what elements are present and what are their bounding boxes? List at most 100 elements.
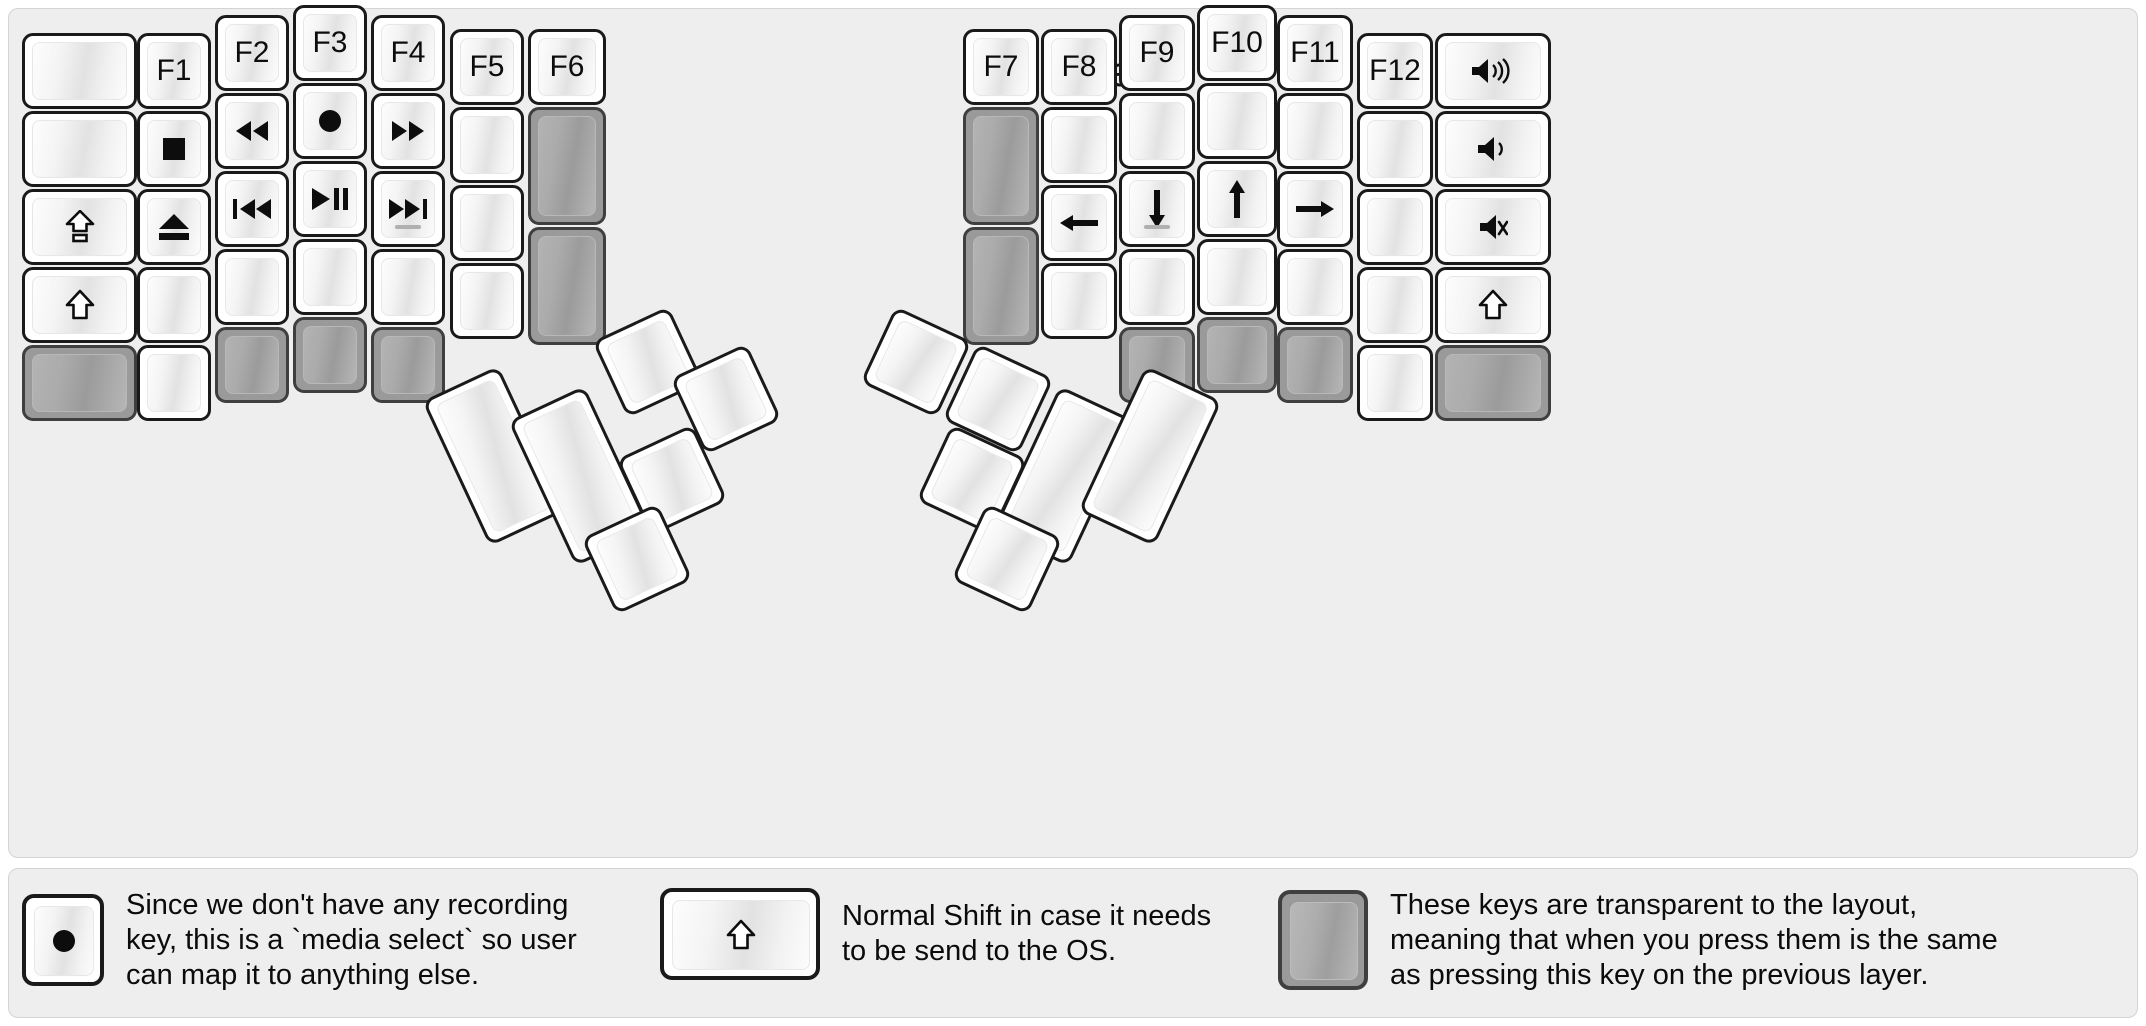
key-right-pinky-2[interactable] — [1357, 189, 1433, 265]
key-right-middle-2[interactable] — [1197, 161, 1277, 237]
key-left-pinky-2[interactable] — [137, 189, 211, 265]
key-right-index-inner-3[interactable] — [1041, 263, 1117, 339]
key-left-pinky-outer-4[interactable] — [22, 345, 137, 421]
key-left-pinky-0[interactable]: F1 — [137, 33, 211, 109]
key-left-pinky-3[interactable] — [137, 267, 211, 343]
keycap-face — [594, 515, 680, 603]
legend-keycap-face — [672, 900, 810, 970]
keycap-label: F11 — [1290, 36, 1340, 69]
key-right-ring-3[interactable] — [1277, 249, 1353, 325]
key-left-index-3[interactable] — [371, 249, 445, 325]
key-left-ring-2[interactable] — [215, 171, 289, 247]
key-right-ring-4[interactable] — [1277, 327, 1353, 403]
key-left-inner-extra-1[interactable] — [528, 107, 606, 225]
key-left-pinky-4[interactable] — [137, 345, 211, 421]
keycap-face — [1129, 102, 1185, 160]
key-left-index-1[interactable] — [371, 93, 445, 169]
key-right-index-3[interactable] — [1119, 249, 1195, 325]
keycap-face — [1445, 354, 1541, 412]
key-right-ring-0[interactable]: F11 — [1277, 15, 1353, 91]
key-right-ring-1[interactable] — [1277, 93, 1353, 169]
key-right-index-inner-0[interactable]: F8 — [1041, 29, 1117, 105]
keycap-face: F10 — [1207, 14, 1267, 72]
keycap-face — [1287, 180, 1343, 238]
key-right-pinky-outer-0[interactable] — [1435, 33, 1551, 109]
key-right-pinky-outer-4[interactable] — [1435, 345, 1551, 421]
key-right-index-inner-1[interactable] — [1041, 107, 1117, 183]
arrow-right-icon — [1294, 196, 1336, 222]
legend-keycap-face — [34, 906, 94, 977]
key-left-middle-1[interactable] — [293, 83, 367, 159]
keycap-face — [460, 272, 514, 330]
key-left-ring-4[interactable] — [215, 327, 289, 403]
keycap-face — [32, 276, 127, 334]
keycap-face — [1287, 336, 1343, 394]
keycap-face — [1445, 198, 1541, 256]
key-right-index-inner-2[interactable] — [1041, 185, 1117, 261]
key-right-index-2[interactable] — [1119, 171, 1195, 247]
arrow-down-icon — [1144, 188, 1170, 230]
key-right-middle-3[interactable] — [1197, 239, 1277, 315]
key-right-pinky-3[interactable] — [1357, 267, 1433, 343]
key-right-pinky-4[interactable] — [1357, 345, 1433, 421]
keycap-face — [225, 180, 279, 238]
key-left-inner-extra-2[interactable] — [528, 227, 606, 345]
key-left-middle-4[interactable] — [293, 317, 367, 393]
key-left-index-inner-1[interactable] — [450, 107, 524, 183]
keycap-label: F6 — [549, 50, 585, 83]
key-left-pinky-outer-2[interactable] — [22, 189, 137, 265]
keycap-face — [147, 276, 201, 334]
keycap-face — [538, 236, 596, 336]
key-left-ring-0[interactable]: F2 — [215, 15, 289, 91]
key-right-pinky-1[interactable] — [1357, 111, 1433, 187]
homing-bar — [1144, 225, 1170, 229]
key-left-ring-1[interactable] — [215, 93, 289, 169]
keycap-face: F2 — [225, 24, 279, 82]
key-left-pinky-outer-3[interactable] — [22, 267, 137, 343]
key-right-pinky-0[interactable]: F12 — [1357, 33, 1433, 109]
key-left-index-inner-0[interactable]: F5 — [450, 29, 524, 105]
key-left-pinky-outer-0[interactable] — [22, 33, 137, 109]
key-right-inner-extra-0[interactable]: F7 — [963, 29, 1039, 105]
key-left-index-inner-3[interactable] — [450, 263, 524, 339]
keycap-face — [147, 198, 201, 256]
key-right-pinky-outer-3[interactable] — [1435, 267, 1551, 343]
legend-key-2 — [1278, 890, 1368, 991]
key-right-index-0[interactable]: F9 — [1119, 15, 1195, 91]
key-left-pinky-outer-1[interactable] — [22, 111, 137, 187]
key-left-middle-3[interactable] — [293, 239, 367, 315]
key-left-index-inner-2[interactable] — [450, 185, 524, 261]
key-left-pinky-1[interactable] — [137, 111, 211, 187]
key-right-inner-extra-2[interactable] — [963, 227, 1039, 345]
key-right-index-1[interactable] — [1119, 93, 1195, 169]
key-left-middle-2[interactable] — [293, 161, 367, 237]
keycap-face — [381, 258, 435, 316]
key-right-pinky-outer-1[interactable] — [1435, 111, 1551, 187]
key-left-inner-extra-0[interactable]: F6 — [528, 29, 606, 105]
key-left-middle-0[interactable]: F3 — [293, 5, 367, 81]
key-left-ring-3[interactable] — [215, 249, 289, 325]
keycap-face — [955, 355, 1041, 443]
key-left-index-2[interactable] — [371, 171, 445, 247]
key-right-middle-1[interactable] — [1197, 83, 1277, 159]
keycap-face — [381, 336, 435, 394]
key-right-ring-2[interactable] — [1277, 171, 1353, 247]
keycap-face: F12 — [1367, 42, 1423, 100]
keycap-face — [1287, 102, 1343, 160]
legend-panel — [8, 868, 2138, 1018]
key-left-index-0[interactable]: F4 — [371, 15, 445, 91]
key-right-middle-0[interactable]: F10 — [1197, 5, 1277, 81]
keycap-face — [225, 336, 279, 394]
keycap-face — [964, 515, 1050, 603]
key-right-pinky-outer-2[interactable] — [1435, 189, 1551, 265]
keycap-face — [303, 248, 357, 306]
legend-item-0: Since we don't have any recording key, t… — [22, 888, 577, 992]
keycap-face — [147, 354, 201, 412]
key-right-inner-extra-1[interactable] — [963, 107, 1039, 225]
key-right-middle-4[interactable] — [1197, 317, 1277, 393]
keycap-face — [973, 236, 1029, 336]
legend-text-1: Normal Shift in case it needs to be send… — [842, 900, 1212, 967]
keycap-face — [873, 318, 959, 406]
key-left-index-4[interactable] — [371, 327, 445, 403]
keycap-face — [32, 120, 127, 178]
